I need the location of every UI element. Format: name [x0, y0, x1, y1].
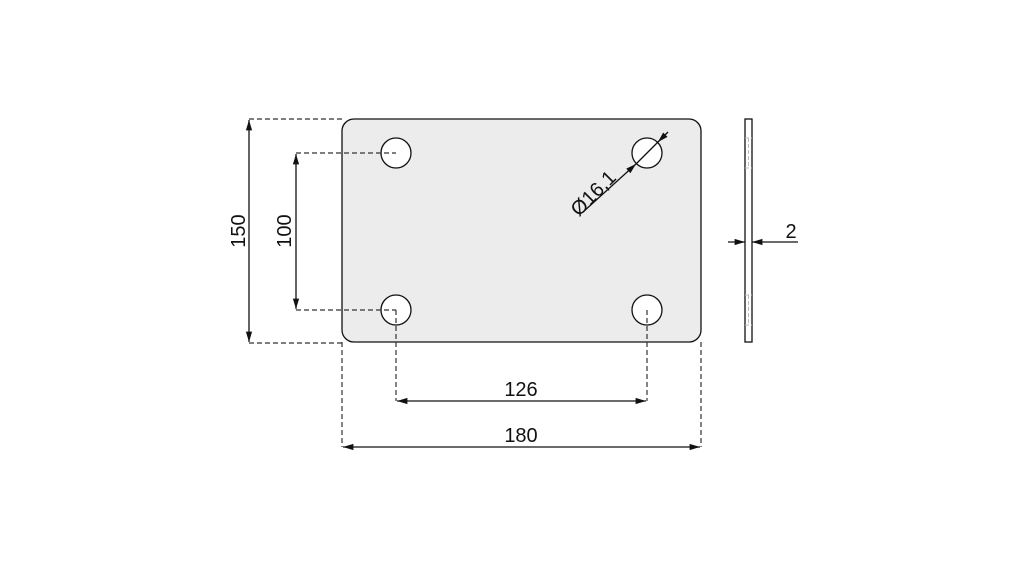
extension-lines-100 [296, 152, 397, 401]
plate-side-view [744, 118, 753, 343]
extension-lines-180 [341, 342, 702, 447]
dimension-label-126: 126 [504, 379, 537, 401]
hidden-hole-lines [745, 137, 752, 326]
dimension-label-180: 180 [504, 425, 537, 447]
plate-front-view [341, 118, 702, 343]
dimension-label-150: 150 [228, 214, 250, 247]
dimension-label-100: 100 [274, 214, 296, 247]
diameter-line-inner [635, 141, 659, 165]
dimension-label-thickness: 2 [785, 221, 796, 243]
diameter-leader-line [582, 163, 637, 213]
diameter-arrow-outer [657, 131, 669, 143]
